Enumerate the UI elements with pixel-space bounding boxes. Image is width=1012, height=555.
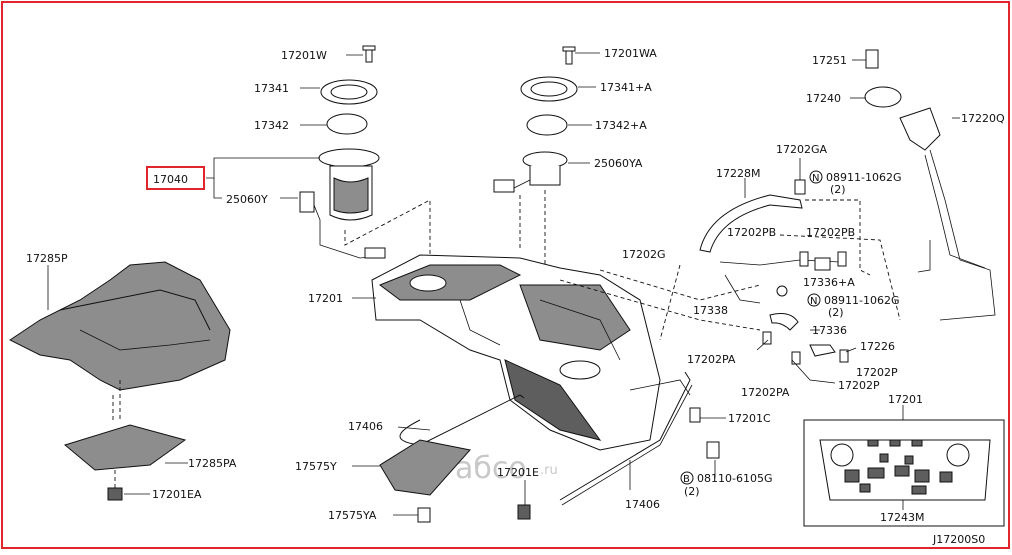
protector-17575y-icon <box>379 439 471 496</box>
label-17201wa: 17201WA <box>604 47 657 60</box>
label-17202pb-b: 17202PB <box>806 226 855 239</box>
watermark-brand: aбco <box>455 451 527 486</box>
sender-25060ya-icon <box>522 151 568 169</box>
bolt-08110-6105g-icon <box>706 441 720 459</box>
label-17202p-a: 17202P <box>856 366 898 379</box>
hose-17336-icon <box>769 313 799 331</box>
filler-cap-ring-17240-icon <box>864 86 902 108</box>
label-17201c: 17201C <box>728 412 771 425</box>
insulator-17285pa-icon <box>63 424 187 471</box>
label-17285pa: 17285PA <box>188 457 237 470</box>
label-17202pb-a: 17202PB <box>727 226 776 239</box>
clip-17201ea-icon <box>107 487 123 501</box>
label-08110-6105g: 08110-6105G <box>697 472 772 485</box>
label-17201: 17201 <box>308 292 343 305</box>
label-17338: 17338 <box>693 304 728 317</box>
label-17220q: 17220Q <box>961 112 1005 125</box>
label-17285p: 17285P <box>26 252 68 265</box>
bolt-head-icon <box>362 45 376 51</box>
label-17575ya: 17575YA <box>328 509 377 522</box>
label-17406-a: 17406 <box>348 420 383 433</box>
label-17341: 17341 <box>254 82 289 95</box>
label-qty-c: (2) <box>684 485 700 498</box>
label-17336: 17336 <box>812 324 847 337</box>
gasket-17342a-icon <box>526 114 568 136</box>
filler-neck-assembly <box>559 49 996 384</box>
circle-n-b: N <box>810 296 817 307</box>
label-25060y: 25060Y <box>226 193 268 206</box>
label-17240: 17240 <box>806 92 841 105</box>
label-08911-1062g-a: 08911-1062G <box>826 171 901 184</box>
label-17202pa-b: 17202PA <box>741 386 790 399</box>
label-17251: 17251 <box>812 54 847 67</box>
label-17226: 17226 <box>860 340 895 353</box>
label-17342a: 17342+A <box>595 119 647 132</box>
label-17202g: 17202G <box>622 248 666 261</box>
label-17202p-b: 17202P <box>838 379 880 392</box>
fuel-tank-17201 <box>352 254 691 451</box>
label-17201w: 17201W <box>281 49 327 62</box>
label-17406-b: 17406 <box>625 498 660 511</box>
bolt-17201c-icon <box>689 407 701 423</box>
hose-17226-icon <box>809 344 836 357</box>
label-25060ya: 25060YA <box>594 157 643 170</box>
label-17575y: 17575Y <box>295 460 337 473</box>
sub-pump-assembly <box>493 46 600 270</box>
bolt-17201wa-icon <box>565 49 573 65</box>
label-17201ea: 17201EA <box>152 488 202 501</box>
watermark: aбco .ru <box>455 451 558 486</box>
circle-n-a: N <box>812 173 819 184</box>
tank-straps <box>352 371 726 523</box>
filler-hose-17220q-icon <box>899 107 941 151</box>
label-17341a: 17341+A <box>600 81 652 94</box>
label-17202pa-a: 17202PA <box>687 353 736 366</box>
label-17202ga: 17202GA <box>776 143 828 156</box>
gasket-17342-icon <box>326 113 368 135</box>
highlight-box-17040 <box>146 166 205 190</box>
inset-title: 17201 <box>888 393 923 406</box>
diagram-code: J17200S0 <box>932 533 985 546</box>
circle-b: B <box>683 474 690 485</box>
watermark-suffix: .ru <box>540 463 558 478</box>
bolt-17201e-icon <box>517 504 531 520</box>
pump-assembly <box>206 45 431 275</box>
label-08911-1062g-b: 08911-1062G <box>824 294 899 307</box>
fuel-level-sender-25060y-icon <box>299 191 315 213</box>
hose-17228m-icon <box>699 194 803 253</box>
heat-insulator-17285p <box>9 261 231 501</box>
inset-panel <box>803 405 1005 527</box>
part-labels: 17201W 17341 17342 17040 25060Y 17285P 1… <box>26 47 1005 546</box>
label-17040: 17040 <box>153 173 188 186</box>
label-17228m: 17228M <box>716 167 760 180</box>
label-qty-b: (2) <box>828 306 844 319</box>
clip-17575ya-icon <box>417 507 431 523</box>
tube-17336a-icon <box>814 257 831 271</box>
label-17336a: 17336+A <box>803 276 855 289</box>
label-qty-a: (2) <box>830 183 846 196</box>
pump-flange-icon <box>318 148 380 168</box>
label-17201e: 17201E <box>497 466 539 479</box>
inset-part-17243m: 17243M <box>880 511 924 524</box>
cap-17251-icon <box>865 49 879 69</box>
label-17342: 17342 <box>254 119 289 132</box>
